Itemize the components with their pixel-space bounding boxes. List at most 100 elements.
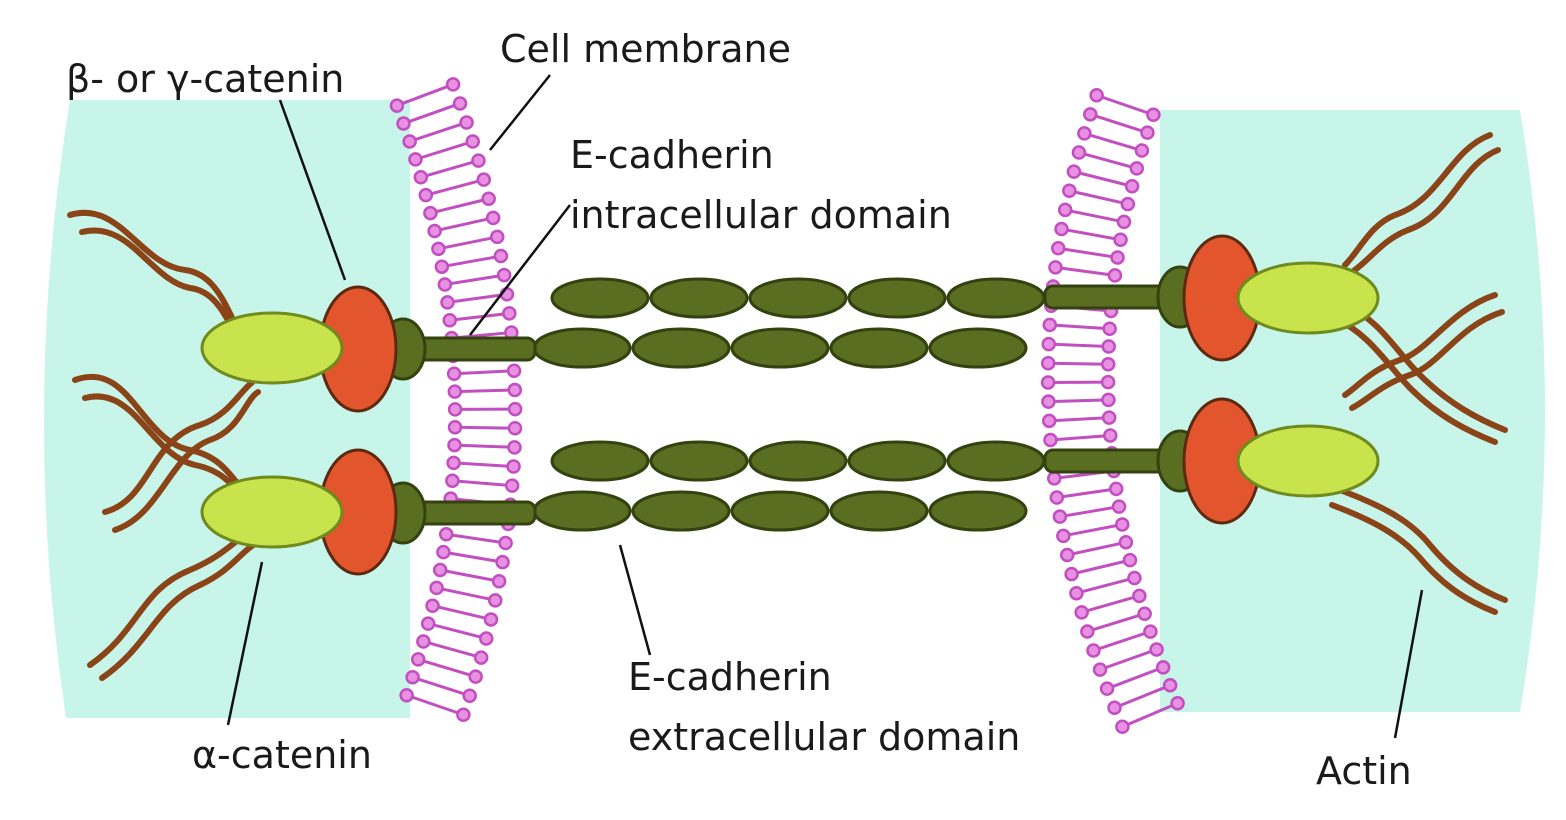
lipid-head <box>1120 196 1136 212</box>
lipid-head <box>438 527 454 542</box>
lipid-head <box>1129 161 1145 176</box>
lipid-tail <box>1081 594 1140 614</box>
lipid-head <box>1143 624 1158 639</box>
lipid-head <box>1057 202 1073 218</box>
lipid-tail <box>1059 505 1120 519</box>
lipid-tail <box>1061 227 1121 242</box>
lipid-head <box>1140 125 1155 140</box>
lipid-head <box>1052 509 1068 524</box>
lipid-head <box>427 223 442 239</box>
lipid-head <box>459 115 474 130</box>
lipid-head <box>483 612 499 627</box>
lipid-head <box>447 384 463 399</box>
lipid-head <box>1048 260 1063 275</box>
lipid-tail <box>430 197 490 215</box>
lipid-head <box>1146 107 1161 123</box>
lipid-head <box>1047 471 1062 486</box>
lipid-tail <box>1096 93 1154 117</box>
lipid-tail <box>1076 576 1135 595</box>
lipid-tail <box>427 622 487 640</box>
lipid-head <box>476 172 492 187</box>
lipid-head <box>446 366 462 381</box>
lipid-head <box>1041 413 1057 429</box>
label-extracellular-line1: E-cadherin <box>628 655 832 699</box>
right-cell-membrane <box>1040 87 1185 735</box>
lipid-head <box>442 312 457 328</box>
lipid-tail <box>438 235 498 251</box>
actin-filament <box>1337 487 1508 603</box>
lipid-head <box>399 687 414 703</box>
lipid-head <box>1108 481 1124 497</box>
actin-filaments-left <box>67 132 1508 681</box>
lipid-head <box>507 382 523 398</box>
lipid-head <box>440 295 455 310</box>
lipid-tail <box>396 83 454 107</box>
lipid-tail <box>443 550 503 564</box>
lipid-tail <box>1066 540 1127 557</box>
lipid-head <box>1041 394 1056 409</box>
lipid-head <box>465 134 480 149</box>
lipid-head <box>489 229 505 245</box>
lipid-head <box>1074 605 1089 620</box>
lipid-head <box>1110 250 1125 265</box>
lipid-head <box>423 205 438 221</box>
lipid-head <box>507 401 523 417</box>
lipid-head <box>1114 517 1130 532</box>
lipid-head <box>408 152 423 167</box>
ecadherin-chain <box>550 277 1046 319</box>
leader-line <box>618 544 652 656</box>
lipid-head <box>1137 606 1152 621</box>
cadherin-domain <box>829 490 929 532</box>
lipid-head <box>1101 410 1117 425</box>
leader-line <box>278 99 347 281</box>
actin-filament <box>1332 315 1498 445</box>
lipid-head <box>1041 336 1057 352</box>
cadherin-domain <box>847 440 947 482</box>
lipid-head <box>416 634 431 649</box>
leader-line <box>489 74 551 151</box>
lipid-head <box>402 134 417 149</box>
lipid-head <box>1124 178 1140 194</box>
lipid-head <box>447 402 463 417</box>
lipid-head <box>506 363 522 379</box>
lipid-head <box>1066 164 1082 179</box>
ecadherin-chain <box>532 490 1028 532</box>
lipid-tail <box>422 640 482 660</box>
lipid-tail <box>1048 398 1109 404</box>
lipid-head <box>1127 570 1142 586</box>
lipid-head <box>1040 356 1056 371</box>
lipid-tail <box>432 604 492 621</box>
cadherin-domain <box>550 440 650 482</box>
lipid-tail <box>452 479 513 488</box>
lipid-tail <box>412 675 471 698</box>
lipid-tail <box>1092 630 1151 652</box>
lipid-head <box>1155 660 1171 675</box>
lipid-head <box>413 170 429 185</box>
lipid-head <box>1083 107 1098 122</box>
lipid-head <box>1111 499 1127 514</box>
intracellular-stalk <box>408 336 537 362</box>
lipid-head <box>498 535 513 551</box>
lipid-tail <box>415 140 474 161</box>
lipid-tail <box>1068 189 1129 206</box>
lipid-tail <box>453 461 514 468</box>
lipid-tail <box>441 254 502 269</box>
lipid-head <box>434 259 450 274</box>
cadherin-domain <box>631 327 731 369</box>
label-intracellular-line1: E-cadherin <box>570 133 774 177</box>
cadherin-domain <box>550 277 650 319</box>
lipid-head <box>1054 221 1069 237</box>
lipid-tail <box>1064 208 1125 224</box>
lipid-tail <box>417 657 477 679</box>
lipid-head <box>471 153 486 168</box>
cadherin-domain <box>928 327 1028 369</box>
lipid-head <box>1107 268 1123 283</box>
lipid-head <box>437 277 453 292</box>
lipid-head <box>446 455 461 471</box>
lipid-head <box>1069 585 1084 601</box>
label-extracellular-line2: extracellular domain <box>628 715 1020 759</box>
lipid-head <box>1092 662 1108 677</box>
alpha-catenin-shape <box>1236 424 1380 498</box>
lipid-head <box>491 573 507 589</box>
label-beta-gamma-catenin: β- or γ-catenin <box>66 57 344 101</box>
